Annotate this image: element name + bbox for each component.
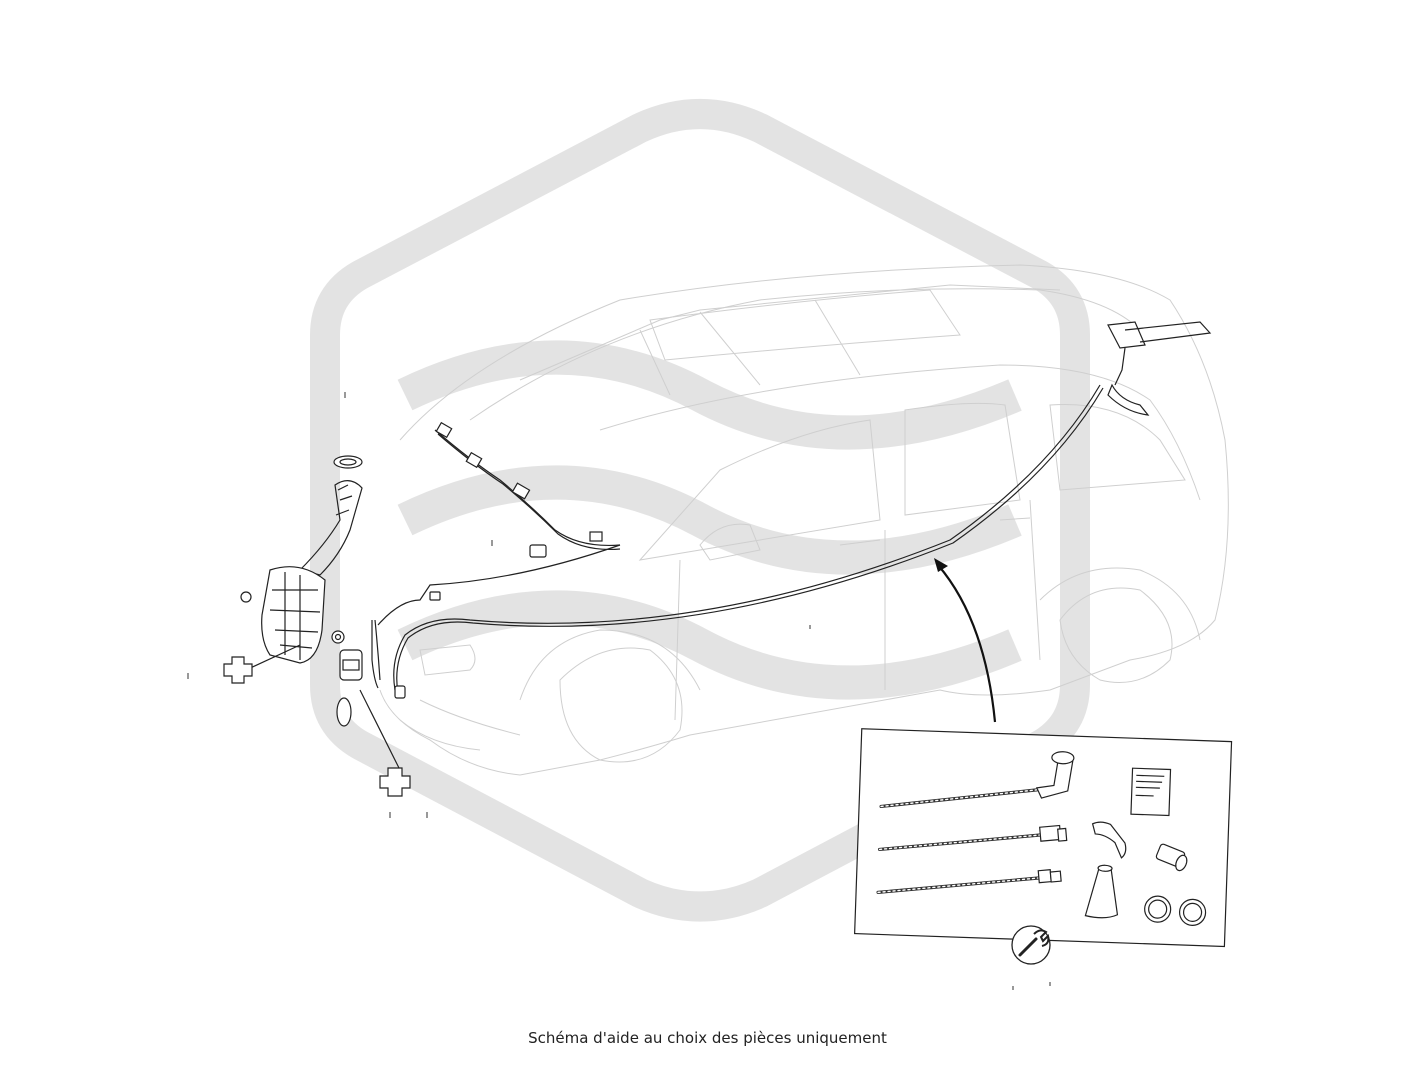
washer-pump: [336, 649, 411, 797]
watermark-logo: [310, 99, 1090, 922]
hose-2: [877, 824, 1068, 852]
hose-connector: [1155, 843, 1188, 872]
instruction-sheet: [1130, 767, 1172, 817]
hose-clip: [1091, 821, 1127, 859]
car-outline: [379, 264, 1229, 776]
wiring-harness: [434, 421, 621, 558]
repair-kit-panel: [854, 728, 1233, 948]
funnel: [1084, 864, 1119, 919]
washer-hose: [371, 384, 1104, 699]
hose-clamps: [1144, 895, 1207, 926]
diagram-caption: Schéma d'aide au choix des pièces unique…: [528, 1029, 887, 1047]
parts-diagram: [187, 99, 1233, 990]
hose-3: [876, 869, 1062, 894]
wrench-icon: [1011, 925, 1051, 965]
curved-arrow-icon: [934, 558, 997, 723]
hose-1: [879, 751, 1075, 809]
reference-ticks: [187, 392, 1051, 990]
rear-washer-nozzle: [1107, 321, 1212, 416]
washer-reservoir: [223, 455, 363, 684]
